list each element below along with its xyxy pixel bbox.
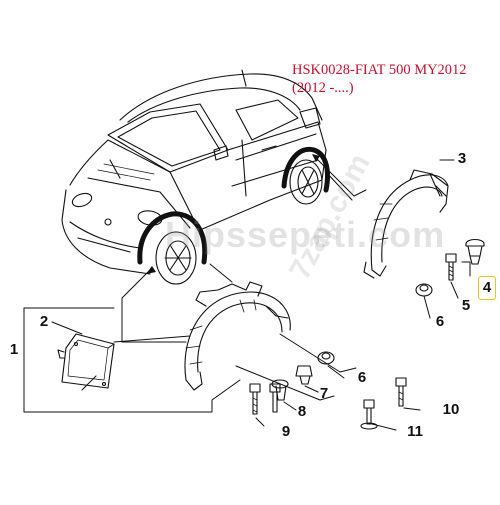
- callout-9[interactable]: 9: [281, 423, 291, 440]
- part-7-clip: [295, 365, 313, 385]
- callout-4[interactable]: 4: [482, 279, 492, 296]
- callout-1[interactable]: 1: [9, 341, 19, 358]
- part-5-screw: [445, 253, 457, 281]
- callout-8[interactable]: 8: [297, 403, 307, 420]
- part-11-screw: [360, 399, 378, 430]
- callout-4-highlight: [478, 276, 496, 300]
- callout-6-top[interactable]: 6: [435, 313, 445, 330]
- callout-11[interactable]: 11: [407, 423, 423, 440]
- callout-3[interactable]: 3: [457, 150, 467, 167]
- watermark-text: Hipssepeti.com: [165, 214, 446, 255]
- rear-wheel-liner: [363, 169, 449, 279]
- diagram-subtitle: (2012 -....): [292, 80, 354, 96]
- callout-2[interactable]: 2: [39, 313, 49, 330]
- cover-plate: [57, 333, 115, 389]
- leader-lines: [23, 157, 471, 431]
- part-9-bolt: [249, 383, 281, 415]
- part-4-clip: [465, 238, 485, 265]
- callout-7[interactable]: 7: [319, 385, 329, 402]
- diagram-title: HSK0028-FIAT 500 MY2012: [292, 62, 467, 78]
- callout-5[interactable]: 5: [461, 297, 471, 314]
- part-6-nut-bottom: [317, 351, 335, 365]
- part-10-bolt: [395, 377, 407, 407]
- front-wheel-liner: [184, 281, 291, 391]
- callout-6-bottom[interactable]: 6: [357, 369, 367, 386]
- part-6-nut-top: [415, 283, 433, 297]
- callout-10[interactable]: 10: [442, 401, 460, 418]
- arrowheads: [146, 154, 320, 274]
